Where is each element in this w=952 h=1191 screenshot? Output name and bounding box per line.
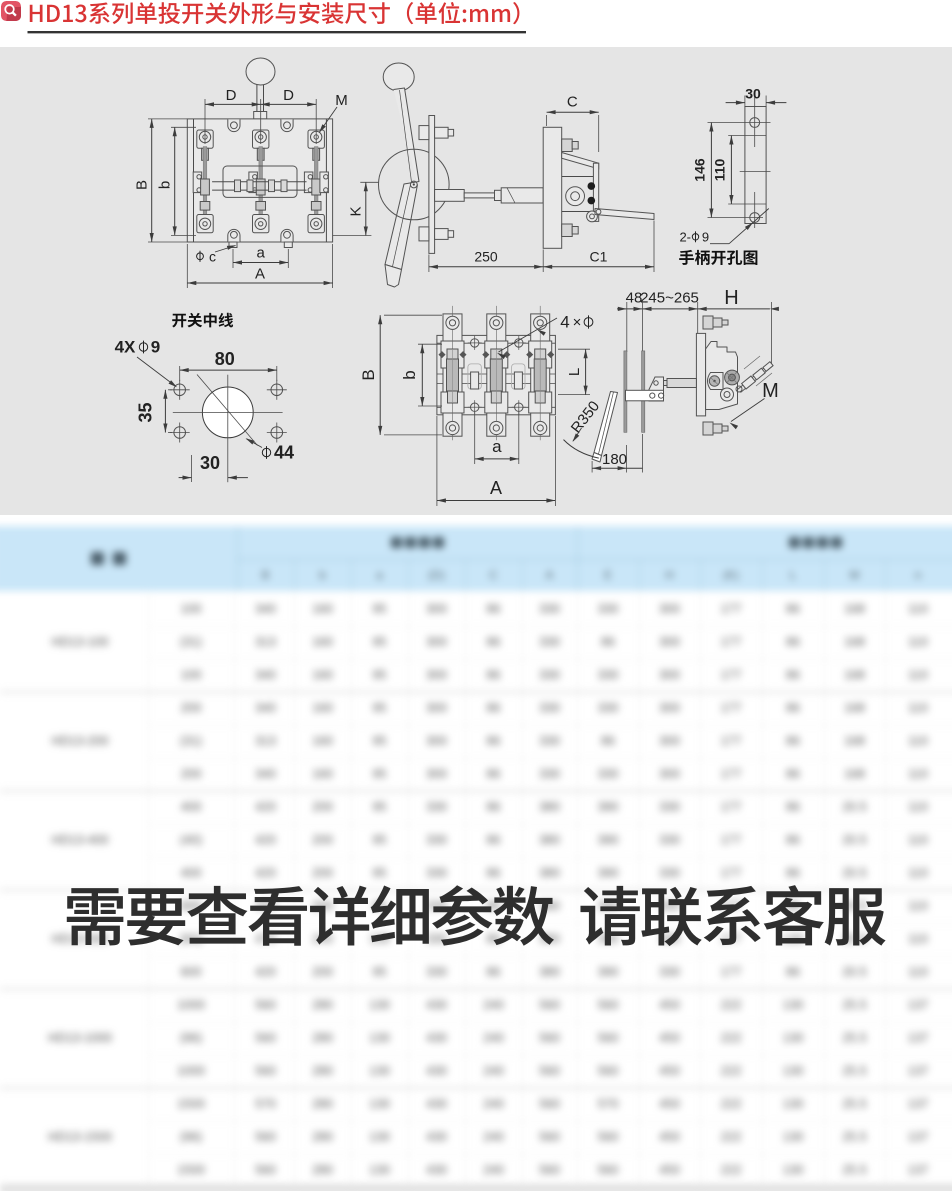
svg-text:R350: R350 (568, 398, 603, 437)
svg-text:×: × (573, 314, 582, 331)
svg-text:30: 30 (200, 453, 220, 473)
svg-text:C: C (567, 94, 578, 111)
svg-text:M: M (762, 380, 779, 402)
svg-text:146: 146 (692, 158, 708, 182)
svg-text:B: B (359, 369, 378, 380)
svg-text:H: H (724, 287, 738, 309)
svg-text:c: c (209, 249, 216, 265)
svg-text:35: 35 (136, 402, 156, 422)
svg-text:C1: C1 (590, 249, 608, 265)
svg-text:a: a (492, 437, 502, 456)
svg-text:A: A (255, 266, 265, 283)
svg-text:4: 4 (560, 313, 569, 332)
svg-text:250: 250 (474, 249, 498, 265)
svg-text:4X: 4X (115, 338, 136, 357)
svg-text:D: D (226, 87, 237, 104)
svg-text:a: a (257, 245, 266, 262)
svg-text:M: M (335, 92, 348, 109)
svg-text:D: D (283, 87, 294, 104)
svg-text:245~265: 245~265 (640, 290, 699, 307)
svg-text:80: 80 (215, 349, 235, 369)
svg-text:110: 110 (712, 158, 728, 181)
svg-text:2-: 2- (679, 230, 691, 245)
svg-text:b: b (400, 370, 419, 379)
svg-text:9: 9 (702, 230, 709, 245)
svg-text:K: K (348, 206, 365, 216)
svg-text:44: 44 (274, 443, 294, 463)
svg-text:L: L (566, 368, 583, 376)
svg-text:b: b (157, 181, 174, 189)
svg-text:48: 48 (626, 290, 643, 307)
svg-text:9: 9 (151, 338, 160, 357)
svg-text:180: 180 (602, 451, 627, 468)
svg-text:A: A (490, 478, 502, 498)
svg-text:30: 30 (745, 86, 761, 102)
svg-text:B: B (134, 180, 151, 190)
